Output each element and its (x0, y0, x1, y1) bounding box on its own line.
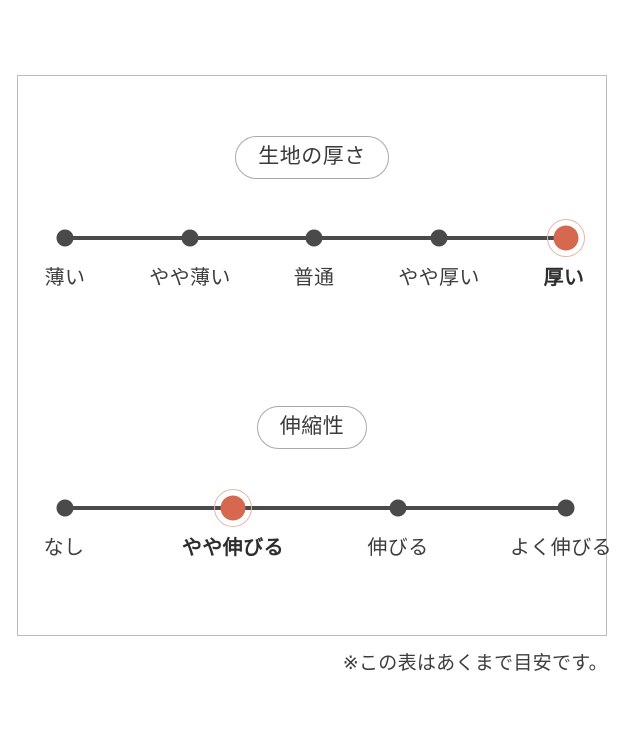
scale-labels-thickness: 薄い やや薄い 普通 やや厚い 厚い (18, 267, 625, 297)
scale-labels-stretch: なし やや伸びる 伸びる よく伸びる (18, 537, 625, 567)
selected-dot-icon (220, 495, 246, 521)
scale-label-stretch-1-selected: やや伸びる (182, 537, 284, 559)
scale-dot-icon (181, 229, 199, 247)
selected-dot-icon (553, 225, 579, 251)
selected-ring-icon (214, 489, 252, 527)
scale-dot-icon (557, 499, 575, 517)
scale-label-thickness-4-selected: 厚い (543, 267, 585, 289)
footer-note: ※この表はあくまで目安です。 (342, 653, 608, 674)
scale-dot-icon (430, 229, 448, 247)
chart-title-row-stretch: 伸縮性 (18, 406, 606, 449)
scale-label-stretch-2: 伸びる (367, 537, 429, 559)
scale-label-thickness-3: やや厚い (398, 267, 480, 289)
scale-dot-icon (56, 499, 74, 517)
selected-ring-icon (547, 219, 585, 257)
scale-label-thickness-1: やや薄い (149, 267, 231, 289)
chart-title-pill-stretch: 伸縮性 (256, 406, 368, 449)
chart-title-row-thickness: 生地の厚さ (18, 136, 606, 179)
scale-label-thickness-2: 普通 (293, 267, 335, 289)
spec-card: 生地の厚さ 薄い やや薄い 普通 やや厚い (17, 75, 612, 636)
chart-title-pill-thickness: 生地の厚さ (235, 136, 389, 179)
scale-dot-icon (56, 229, 74, 247)
scale-label-stretch-0: なし (43, 537, 85, 559)
scale-track-stretch (65, 506, 566, 510)
scale-label-thickness-0: 薄い (44, 267, 86, 289)
scale-dot-icon (305, 229, 323, 247)
scale-dot-icon (389, 499, 407, 517)
scale-label-stretch-3: よく伸びる (510, 537, 612, 559)
